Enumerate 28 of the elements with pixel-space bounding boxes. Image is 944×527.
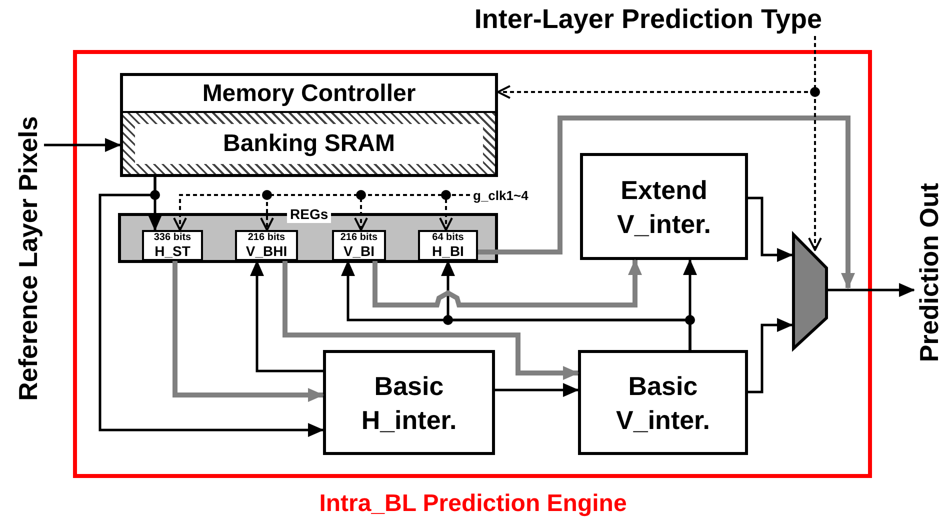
data-path-arrow [44, 138, 121, 152]
data-path-arrow [828, 283, 915, 297]
data-path-arrow [250, 260, 323, 372]
panel-title: REGs [287, 206, 332, 223]
controller-block: Memory Controller [120, 73, 498, 114]
memory-block [120, 113, 498, 177]
data-path-arrow [98, 177, 324, 437]
processing-block: Basic V_inter. [578, 350, 748, 455]
engine-title: Intra_BL Prediction Engine [318, 490, 628, 518]
data-path-arrow [441, 260, 692, 350]
register-block: 216 bits V_BHI [235, 230, 298, 261]
signal-label: Reference Layer Pixels [12, 116, 44, 400]
data-path-arrow [172, 261, 324, 402]
register-block: 64 bits H_BI [418, 230, 478, 261]
data-path-arrow [495, 383, 579, 397]
data-path-arrow [372, 259, 642, 308]
data-path-arrow [748, 318, 793, 394]
signal-label: Prediction Out [914, 182, 944, 362]
data-path-arrow [478, 116, 855, 289]
data-path-arrow [748, 196, 793, 262]
processing-block: Basic H_inter. [323, 350, 495, 455]
signal-label: Inter-Layer Prediction Type [473, 3, 822, 36]
data-path-arrow [282, 261, 579, 380]
block-label: Banking SRAM [135, 124, 483, 164]
processing-block: Extend V_inter. [580, 153, 748, 260]
register-block: 216 bits V_BI [332, 230, 386, 261]
register-block: 336 bits H_ST [142, 230, 203, 261]
clock-label: g_clk1~4 [472, 187, 530, 204]
